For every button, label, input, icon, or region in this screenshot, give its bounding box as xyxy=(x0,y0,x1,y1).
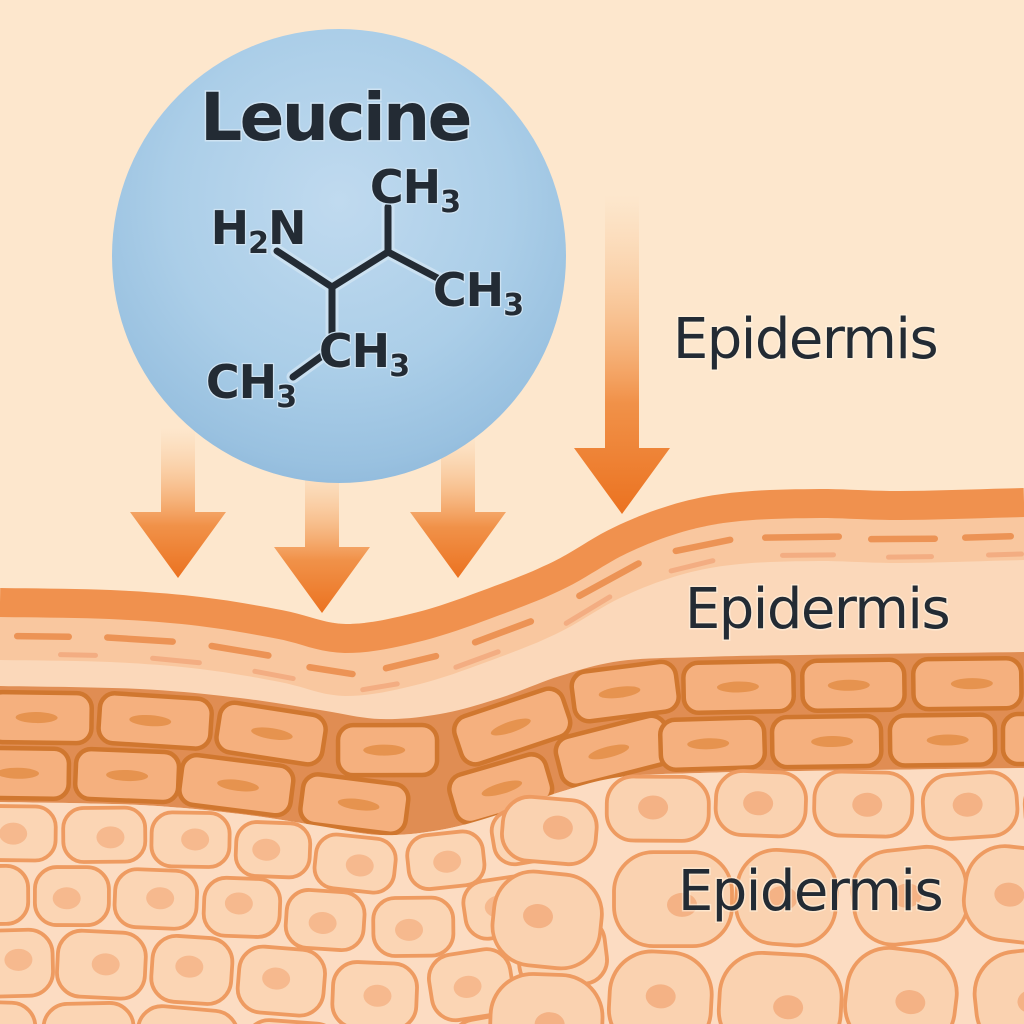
penetration-arrow-4 xyxy=(574,195,670,514)
skin-cross-section xyxy=(0,488,1024,1024)
granular-cell-rows xyxy=(0,655,1024,836)
molecule-title: Leucine xyxy=(200,79,470,156)
penetration-arrows xyxy=(130,195,670,613)
penetration-arrow-2 xyxy=(274,462,370,613)
bond-lines xyxy=(273,203,447,381)
molecule-circle xyxy=(112,29,566,483)
methyl-group-label-top: CH3 xyxy=(370,160,460,220)
stratum-corneum-band xyxy=(0,488,1024,654)
penetration-arrow-3 xyxy=(410,432,506,578)
epidermis-label-middle: Epidermis xyxy=(685,577,949,642)
penetration-arrow-1 xyxy=(130,428,226,578)
epidermis-label-bottom: Epidermis xyxy=(678,859,942,924)
amine-group-label: H2N xyxy=(211,201,306,261)
basal-cell-rows xyxy=(0,769,1024,1024)
skin-texture-dashes xyxy=(14,533,1024,693)
epidermis-label-top: Epidermis xyxy=(673,307,937,372)
methyl-group-label-bottom-center: CH3 xyxy=(319,324,409,384)
methyl-group-label-right: CH3 xyxy=(433,263,523,323)
methyl-group-label-bottom-left: CH3 xyxy=(206,355,296,415)
leucine-molecule-bubble: Leucine H2N CH3 CH3 CH3 CH3 xyxy=(112,29,566,483)
chemical-structure: H2N CH3 CH3 CH3 CH3 xyxy=(205,159,526,417)
